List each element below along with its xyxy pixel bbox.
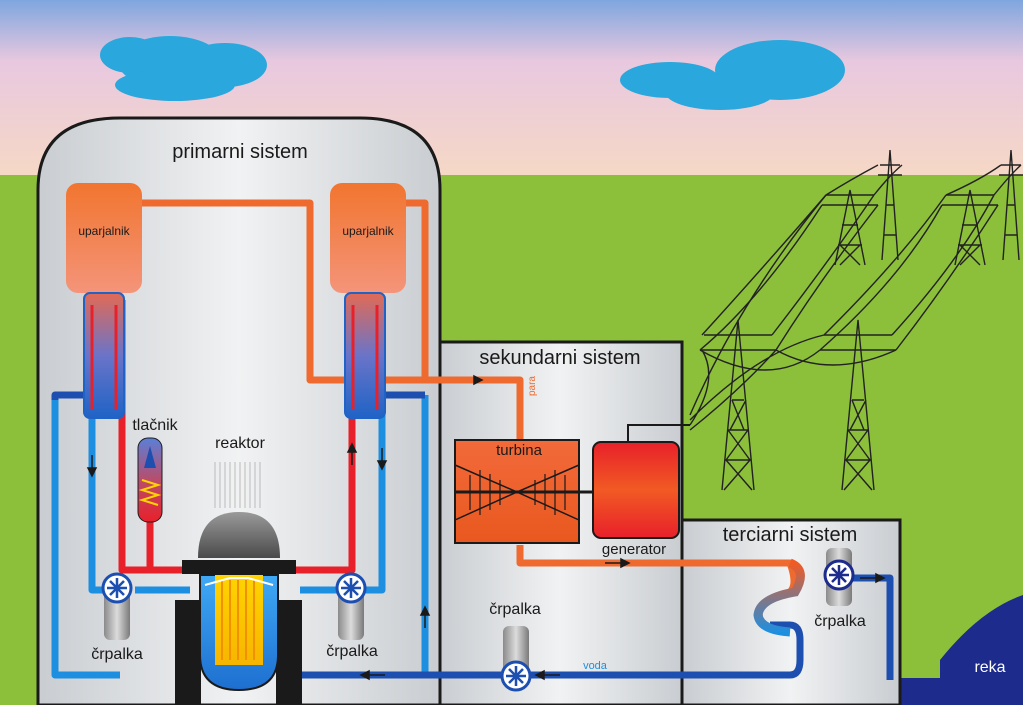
pressurizer-label: tlačnik [132, 417, 178, 434]
cloud-left-icon [100, 36, 267, 101]
river-label: reka [974, 659, 1005, 676]
steam-generator-left-icon [66, 183, 142, 419]
pump-tertiary-label: črpalka [814, 613, 866, 630]
steam-generator-right-icon [330, 183, 406, 419]
generator-label: generator [602, 541, 666, 558]
reactor-icon [175, 462, 302, 705]
tertiary-loop-pipe [753, 558, 805, 637]
flow-arrows [86, 374, 886, 681]
tertiary-system-label: terciarni sistem [723, 524, 857, 546]
power-lines-icon [689, 149, 1023, 491]
pump-tertiary-icon [823, 548, 855, 606]
secondary-system-label: sekundarni sistem [479, 347, 640, 369]
pressurizer-icon [137, 437, 163, 523]
turbine-label: turbina [496, 442, 543, 459]
pump-primary-left-icon [101, 572, 133, 640]
pump-primary-right-label: črpalka [326, 643, 378, 660]
reactor-label: reaktor [215, 435, 265, 452]
water-label: voda [583, 660, 608, 672]
primary-system-label: primarni sistem [172, 141, 308, 163]
steam-label: para [527, 376, 538, 396]
pump-secondary-icon [500, 626, 532, 692]
turbine-icon [454, 439, 595, 544]
steam-generator-left-label: uparjalnik [78, 224, 130, 238]
river [940, 595, 1023, 705]
pump-primary-left-label: črpalka [91, 646, 143, 663]
generator-icon [592, 424, 690, 539]
pump-primary-right-icon [335, 572, 367, 640]
steam-generator-right-label: uparjalnik [342, 224, 394, 238]
pump-secondary-label: črpalka [489, 601, 541, 618]
cloud-right-icon [620, 40, 845, 110]
